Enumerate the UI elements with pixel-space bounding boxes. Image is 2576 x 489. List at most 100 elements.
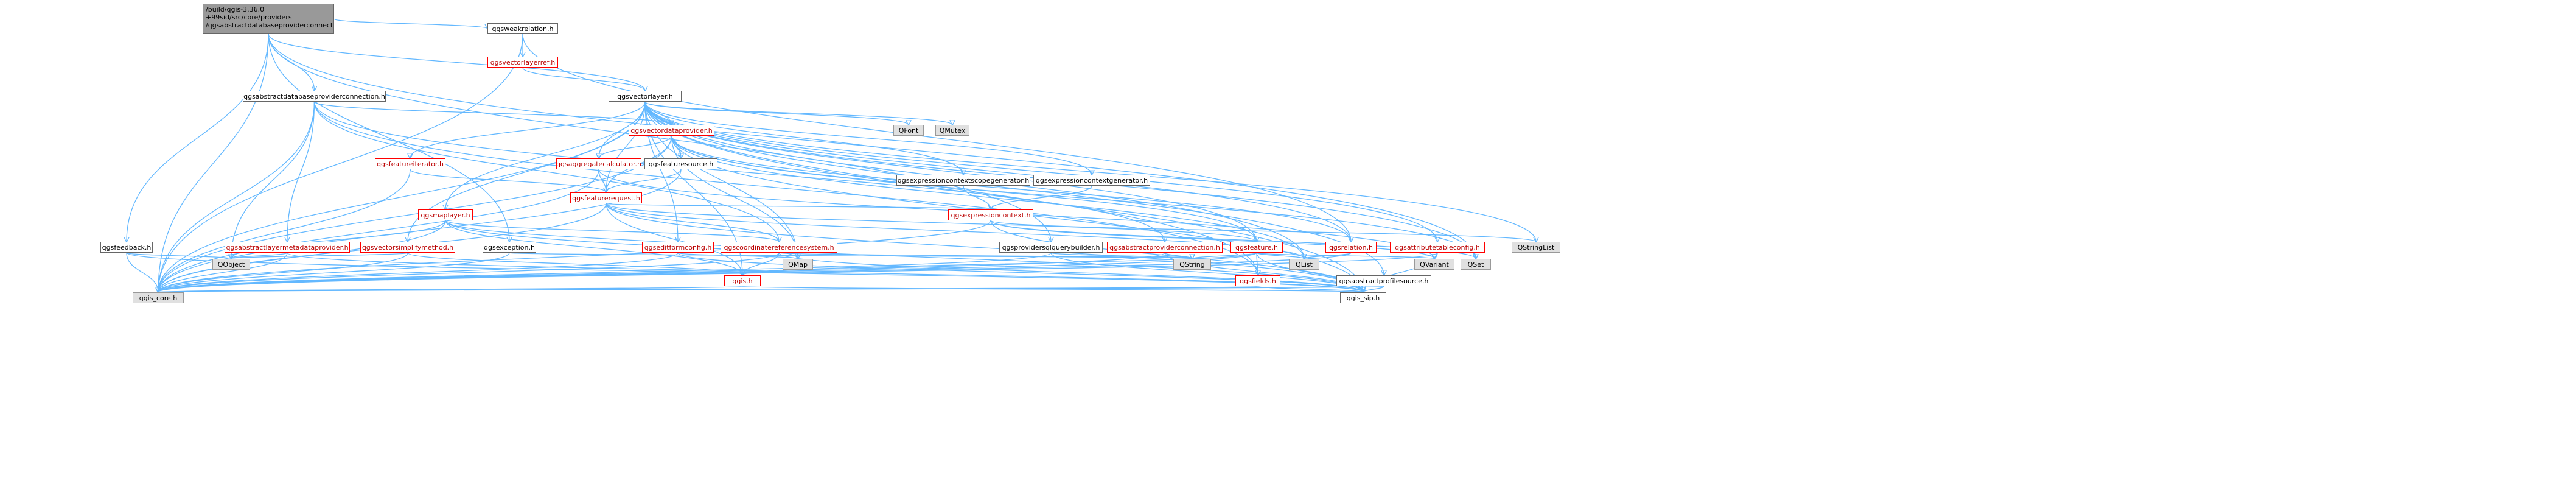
edge-qgscoordinatereferencesystem-to-qgis_core [158,252,780,292]
edge-qgsprovidersqlquerybuilder-to-qgis_core [158,252,1052,292]
root-line-1: /build/qgis-3.36.0 [206,5,265,13]
edge-qgsexpressioncontextgenerator-to-qgsexpressioncontext [991,185,1092,209]
node-qgsfeatureiterator[interactable]: qgsfeatureiterator.h [375,158,445,169]
edge-qgsfeature-to-qgsh [742,252,1257,275]
node-qgsprovidersqlquerybuilder[interactable]: qgsprovidersqlquerybuilder.h [999,242,1103,253]
node-qgsweakrelation[interactable]: qgsweakrelation.h [487,23,558,34]
edge-qgsexception-to-qstring [509,252,1192,259]
edge-qgsvectorsimplifymethod-to-qobject [231,252,408,259]
edge-qgsprovidersqlquerybuilder-to-qstring [1050,252,1192,259]
edge-qgsexpressioncontext-to-qstringlist [990,220,1536,242]
node-qgsmaplayer[interactable]: qgsmaplayer.h [418,209,473,220]
node-qset[interactable]: QSet [1461,259,1491,270]
edge-qgsexception-to-qgis_core [158,252,510,292]
edge-qgsfeatureiterator-to-qgis_core [158,169,411,292]
node-qlist[interactable]: QList [1289,259,1319,270]
edge-qgsabstractprofilesource-to-qgis_core [158,286,1384,292]
node-qgsfeedback[interactable]: qgsfeedback.h [100,242,153,253]
edge-qgsvectordataprovider-to-qgis_core [158,135,672,292]
edge-qgsvectorlayer-to-qgsexpressioncontextgenerator [644,101,1092,175]
edge-qgsvectordataprovider-to-qset [671,135,1476,259]
node-qmap[interactable]: QMap [783,259,813,270]
root-line-2: +99sid/src/core/providers [206,13,292,21]
node-qvariant[interactable]: QVariant [1414,259,1454,270]
edge-qgseditformconfig-to-qgis_sip [677,252,1363,292]
edge-qgsrelation-to-qlist [1304,252,1352,259]
root-line-3: /qgsabstractdatabaseproviderconnection.c… [206,21,334,29]
edge-qgsfeature-to-qvariant [1256,252,1434,259]
node-qobject[interactable]: QObject [212,259,250,270]
node-qgis-core[interactable]: qgis_core.h [133,292,184,303]
edge-qgsvectorlayer-to-qmutex [644,101,952,125]
node-qgsrelation[interactable]: qgsrelation.h [1325,242,1377,253]
edge-qgsfields-to-qgis_sip [1257,286,1363,292]
edge-qgsabstractdatabaseproviderconnection-to-qobject [231,101,315,259]
edge-qgsvectorlayer-to-qgsmaplayer [445,101,646,209]
node-qstringlist[interactable]: QStringList [1512,242,1560,253]
edge-qgsfeedback-to-qobject [126,252,231,259]
edge-qgsfeaturerequest-to-qgscoordinatereferencesystem [606,203,779,242]
node-qgseditformconfig[interactable]: qgseditformconfig.h [642,242,714,253]
edge-qgsvectorlayer-to-qgsrelation [644,101,1351,242]
edge-qgsvectorlayer-to-qgsfeatureiterator [410,101,646,158]
edge-qgsweakrelation-to-qgis_core [158,33,523,292]
node-qgscoordinatereferencesystem[interactable]: qgscoordinatereferencesystem.h [721,242,837,253]
node-qgsabstractproviderconnection[interactable]: qgsabstractproviderconnection.h [1107,242,1223,253]
node-qstring[interactable]: QString [1173,259,1211,270]
edge-qgsvectordataprovider-to-qmap [671,135,798,259]
node-qmutex[interactable]: QMutex [935,125,969,136]
node-qgsfeature[interactable]: qgsfeature.h [1230,242,1283,253]
edge-qgsfeaturerequest-to-qgsfeature [606,203,1257,242]
node-qfont[interactable]: QFont [893,125,924,136]
node-qgsabstractprofilesource[interactable]: qgsabstractprofilesource.h [1336,275,1431,286]
edge-qgsfeaturerequest-to-qgsh [606,203,742,275]
node-qgsexception[interactable]: qgsexception.h [483,242,536,253]
node-qgsexpressioncontextscopegenerator[interactable]: qgsexpressioncontextscopegenerator.h [896,175,1030,186]
node-qgis-sip[interactable]: qgis_sip.h [1340,292,1386,303]
edge-root-to-qgsvectorlayer [268,33,645,91]
edge-qgsmaplayer-to-qgscoordinatereferencesystem [445,220,779,242]
edge-qgsvectorsimplifymethod-to-qgis_core [158,252,408,292]
edge-qgsabstractlayermetadataprovider-to-qgis_core [158,252,288,292]
edge-qgsabstractprofilesource-to-qgis_sip [1363,286,1384,292]
edge-qgsfeaturerequest-to-qgis_sip [606,203,1363,292]
edge-root-to-qgsprovidersqlquerybuilder [268,33,1051,242]
edge-qgsattributetableconfig-to-qgis_core [158,252,1438,292]
node-qgsvectorsimplifymethod[interactable]: qgsvectorsimplifymethod.h [360,242,455,253]
node-qgsvectordataprovider[interactable]: qgsvectordataprovider.h [629,125,714,136]
edge-qgsvectorlayer-to-qgsattributetableconfig [644,101,1437,242]
edge-qgsh-to-qgis_sip [742,286,1363,292]
node-qgsabstractdatabaseproviderconnection[interactable]: qgsabstractdatabaseproviderconnection.h [243,91,386,102]
edge-qgsabstractlayermetadataprovider-to-qgis_sip [287,252,1363,292]
edge-qgsfeature-to-qstring [1192,252,1257,259]
node-qgsh[interactable]: qgis.h [724,275,761,286]
node-qgsaggregatecalculator[interactable]: qgsaggregatecalculator.h [556,158,641,169]
edge-qgsfeatureiterator-to-qgsfeaturerequest [410,169,606,192]
edge-root-to-qgsfeedback [127,33,269,242]
edge-root-to-qgis_core [158,33,269,292]
edge-qgsvectordataprovider-to-qgsrelation [671,135,1352,242]
edge-qgsabstractdatabaseproviderconnection-to-qgsabstractproviderconnection [313,101,1165,242]
node-qgsvectorlayerref[interactable]: qgsvectorlayerref.h [487,57,558,68]
node-qgsfields[interactable]: qgsfields.h [1235,275,1280,286]
node-qgsfeaturesource[interactable]: qgsfeaturesource.h [644,158,717,169]
edge-qgsvectorlayer-to-qgsexpressioncontextscopegenerator [644,101,963,175]
node-qgsattributetableconfig[interactable]: qgsattributetableconfig.h [1390,242,1485,253]
node-qgsexpressioncontext[interactable]: qgsexpressioncontext.h [948,209,1033,220]
edge-qgsabstractdatabaseproviderconnection-to-qgscoordinatereferencesystem [313,101,780,242]
edge-qgsexpressioncontext-to-qgis_core [158,220,991,292]
edge-qgsfeaturerequest-to-qgsexpressioncontext [606,203,991,209]
node-qgsabstractlayermetadataprovider[interactable]: qgsabstractlayermetadataprovider.h [225,242,350,253]
node-qgsvectorlayer[interactable]: qgsvectorlayer.h [609,91,682,102]
edge-qgsweakrelation-to-qgsrelation [522,33,1351,242]
edge-root-to-qgsweakrelation [333,18,487,29]
edge-qgsabstractdatabaseproviderconnection-to-qgsfields [313,101,1258,275]
edge-qgsmaplayer-to-qmap [445,220,798,259]
edge-qgscoordinatereferencesystem-to-qgis_sip [778,252,1363,292]
node-qgsfeaturerequest[interactable]: qgsfeaturerequest.h [570,192,642,203]
edge-qgsfeaturesource-to-qgsfeaturerequest [606,169,682,192]
edge-qgsh-to-qgis_core [158,286,743,292]
node-qgsexpressioncontextgenerator[interactable]: qgsexpressioncontextgenerator.h [1033,175,1150,186]
node-root-source-file[interactable]: /build/qgis-3.36.0 +99sid/src/core/provi… [203,4,334,34]
